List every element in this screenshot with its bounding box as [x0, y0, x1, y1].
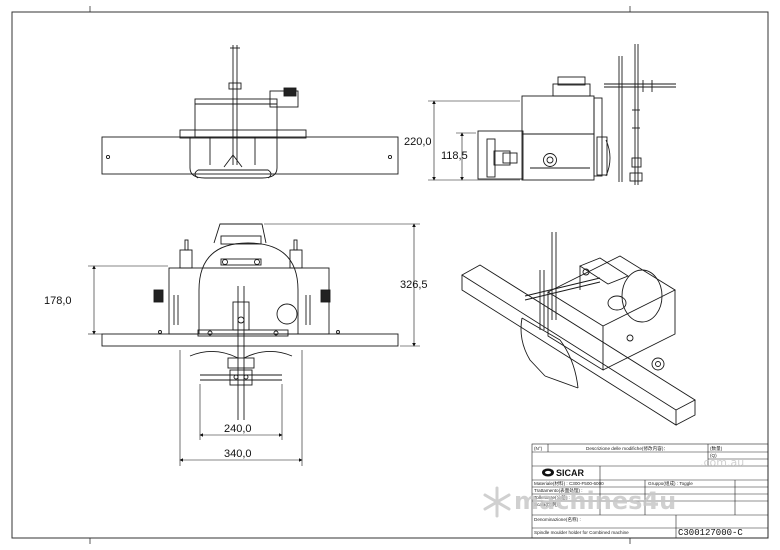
drawing-frame	[11, 11, 769, 539]
isometric-view	[461, 232, 696, 426]
machines4u-watermark: machines4u .com.au	[483, 456, 744, 518]
svg-text:SICAR: SICAR	[556, 468, 585, 478]
sicar-logo: SICAR	[542, 468, 585, 478]
top-view	[101, 45, 399, 179]
snowflake-icon	[483, 486, 511, 518]
dim-inner-width: 240,0	[224, 423, 252, 435]
side-dimension-lines	[428, 100, 520, 181]
dim-total-height: 326,5	[400, 279, 428, 291]
side-view	[477, 44, 676, 185]
title-group-label: Gruppo(组成) : Toggle	[648, 480, 693, 487]
title-field-scale: Scala(比例) :	[534, 501, 560, 508]
title-field-material: Materiale(材料) : C300-F500-6000	[534, 480, 604, 487]
title-row-code-2: (数量)	[710, 445, 723, 452]
title-row-code-1: (N°)	[534, 446, 543, 451]
title-row-code-3: (Q)	[710, 453, 717, 458]
front-view	[101, 223, 399, 420]
title-description-header: Descrizione delle modifiche(修改内容)：	[586, 445, 668, 452]
front-dimension-lines	[88, 223, 420, 466]
title-field-treatment: Trattamento(表面处理) :	[534, 487, 583, 494]
dim-side-height-inner: 118,5	[441, 150, 468, 162]
dim-side-height: 220,0	[404, 136, 432, 148]
svg-text:.com.au: .com.au	[700, 456, 744, 469]
svg-text:machines4u: machines4u	[514, 487, 676, 515]
title-denomination-value: Spindle moulder holder for Combined mach…	[534, 530, 629, 535]
registration-marks	[89, 6, 631, 544]
drawing-code: C300127000-C	[678, 528, 743, 538]
dim-front-height: 178,0	[44, 295, 72, 307]
title-denomination-label: Denominazione(名称) :	[534, 516, 581, 523]
title-block	[531, 443, 769, 539]
title-field-tolerance: Tolleranze(公差) :	[534, 494, 570, 500]
dim-outer-width: 340,0	[224, 448, 252, 460]
